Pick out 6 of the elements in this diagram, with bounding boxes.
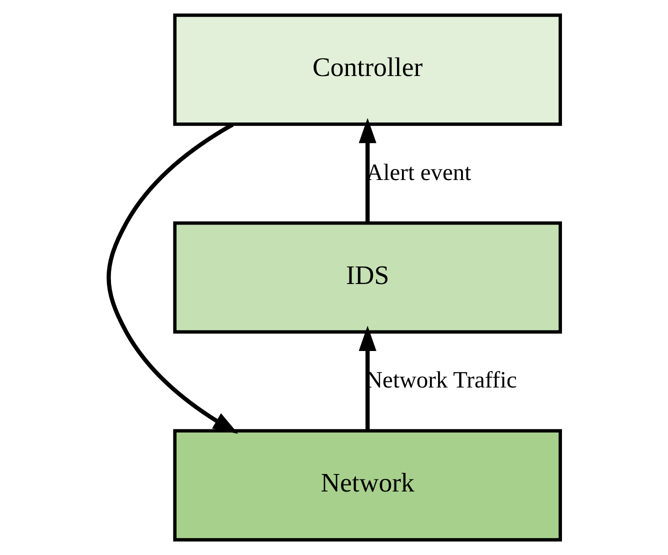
node-box: Network xyxy=(172,429,562,542)
node-box: IDS xyxy=(172,221,562,334)
node-box: Controller xyxy=(172,14,562,126)
arrow xyxy=(106,122,238,434)
arrow xyxy=(358,326,376,430)
arrow xyxy=(358,118,376,223)
